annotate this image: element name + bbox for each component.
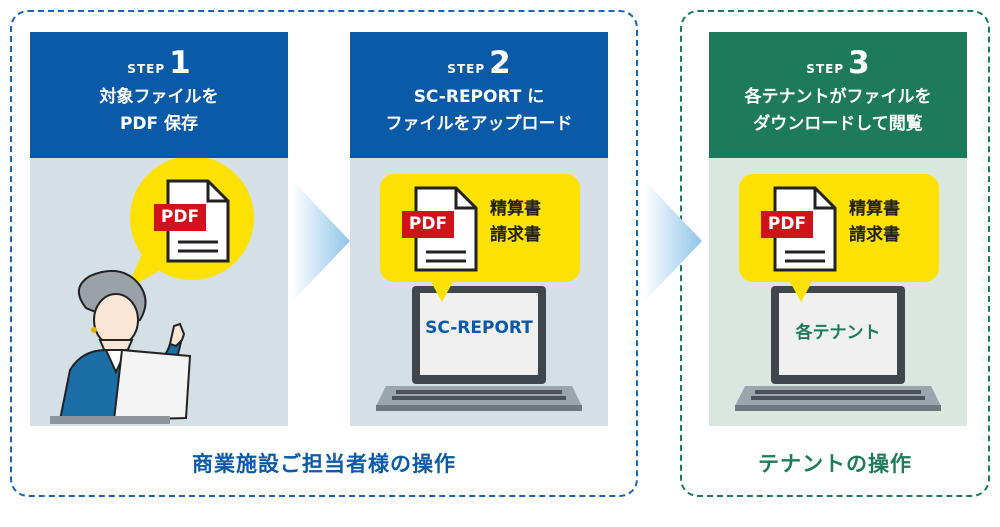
step-2-doc-settlement: 精算書 <box>490 199 541 219</box>
step-3-title-line1: 各テナントがファイルを <box>744 87 932 107</box>
laptop-icon <box>50 348 192 424</box>
arrow-right-icon <box>292 180 350 302</box>
step-1-body: PDF <box>30 158 288 426</box>
step-1-title-line1: 対象ファイルを <box>99 87 219 107</box>
step-2-word: STEP <box>447 62 486 76</box>
step-2-pdf-badge: PDF <box>408 214 448 234</box>
step-2-title-line1: SC-REPORT に <box>413 87 545 107</box>
step-3-title-line2: ダウンロードして閲覧 <box>753 114 923 134</box>
step-2-number: 2 <box>489 45 511 81</box>
pdf-document-icon <box>154 179 230 263</box>
laptop-icon <box>735 286 941 411</box>
facility-operations-label: 商業施設ご担当者様の操作 <box>192 452 456 476</box>
tenant-operations-label: テナントの操作 <box>758 452 912 476</box>
step-2-title-line2: ファイルをアップロード <box>385 114 573 134</box>
step-2-doc-invoice: 請求書 <box>490 225 541 245</box>
laptop-icon <box>376 286 582 411</box>
step-3-doc-invoice: 請求書 <box>849 225 900 245</box>
pdf-document-icon <box>402 186 478 272</box>
step-2-screen-label: SC-REPORT <box>425 318 533 338</box>
step-1-word: STEP <box>127 62 166 76</box>
step-1-pdf-badge: PDF <box>160 207 200 227</box>
facility-operations-group: 商業施設ご担当者様の操作 <box>10 10 638 497</box>
step-3-doc-settlement: 精算書 <box>849 199 900 219</box>
step-3-screen-label: 各テナント <box>795 323 881 343</box>
step-2-body: PDF 精算書 請求書 SC-REPORT <box>350 158 608 426</box>
step-3-body: PDF 精算書 請求書 各テナント <box>709 158 967 426</box>
step-3-number: 3 <box>848 45 870 81</box>
step-3-word: STEP <box>806 62 845 76</box>
step-1-number: 1 <box>169 45 191 81</box>
pdf-document-icon <box>761 186 837 272</box>
step-1-title-line2: PDF 保存 <box>119 114 199 134</box>
arrow-right-icon <box>644 180 702 302</box>
step-3-pdf-badge: PDF <box>767 214 807 234</box>
